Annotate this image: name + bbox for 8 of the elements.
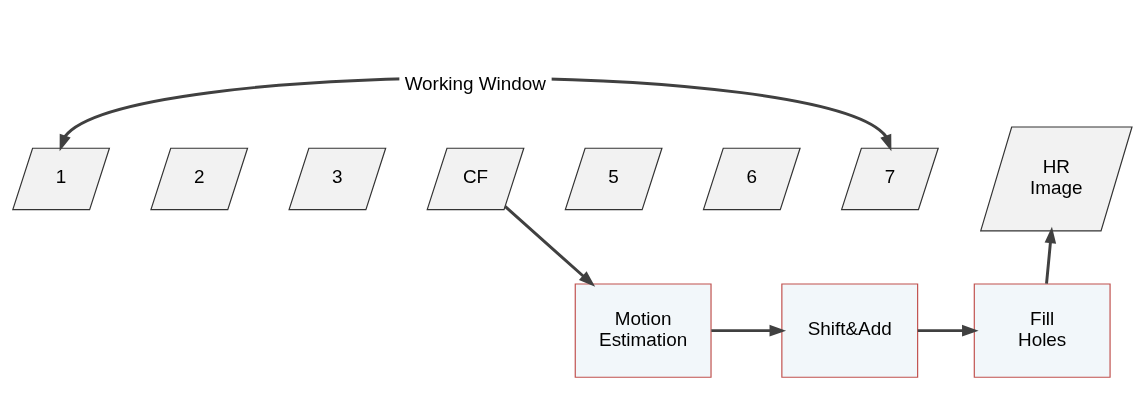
arrow — [711, 324, 787, 337]
arrow — [504, 205, 596, 287]
edge-label: Working Window — [404, 73, 546, 95]
arrow — [1044, 226, 1057, 284]
node-box: Shift&Add — [781, 283, 919, 378]
arrow — [917, 324, 979, 337]
node-box: Motion Estimation — [574, 283, 712, 378]
node-box: Fill Holes — [973, 283, 1111, 378]
